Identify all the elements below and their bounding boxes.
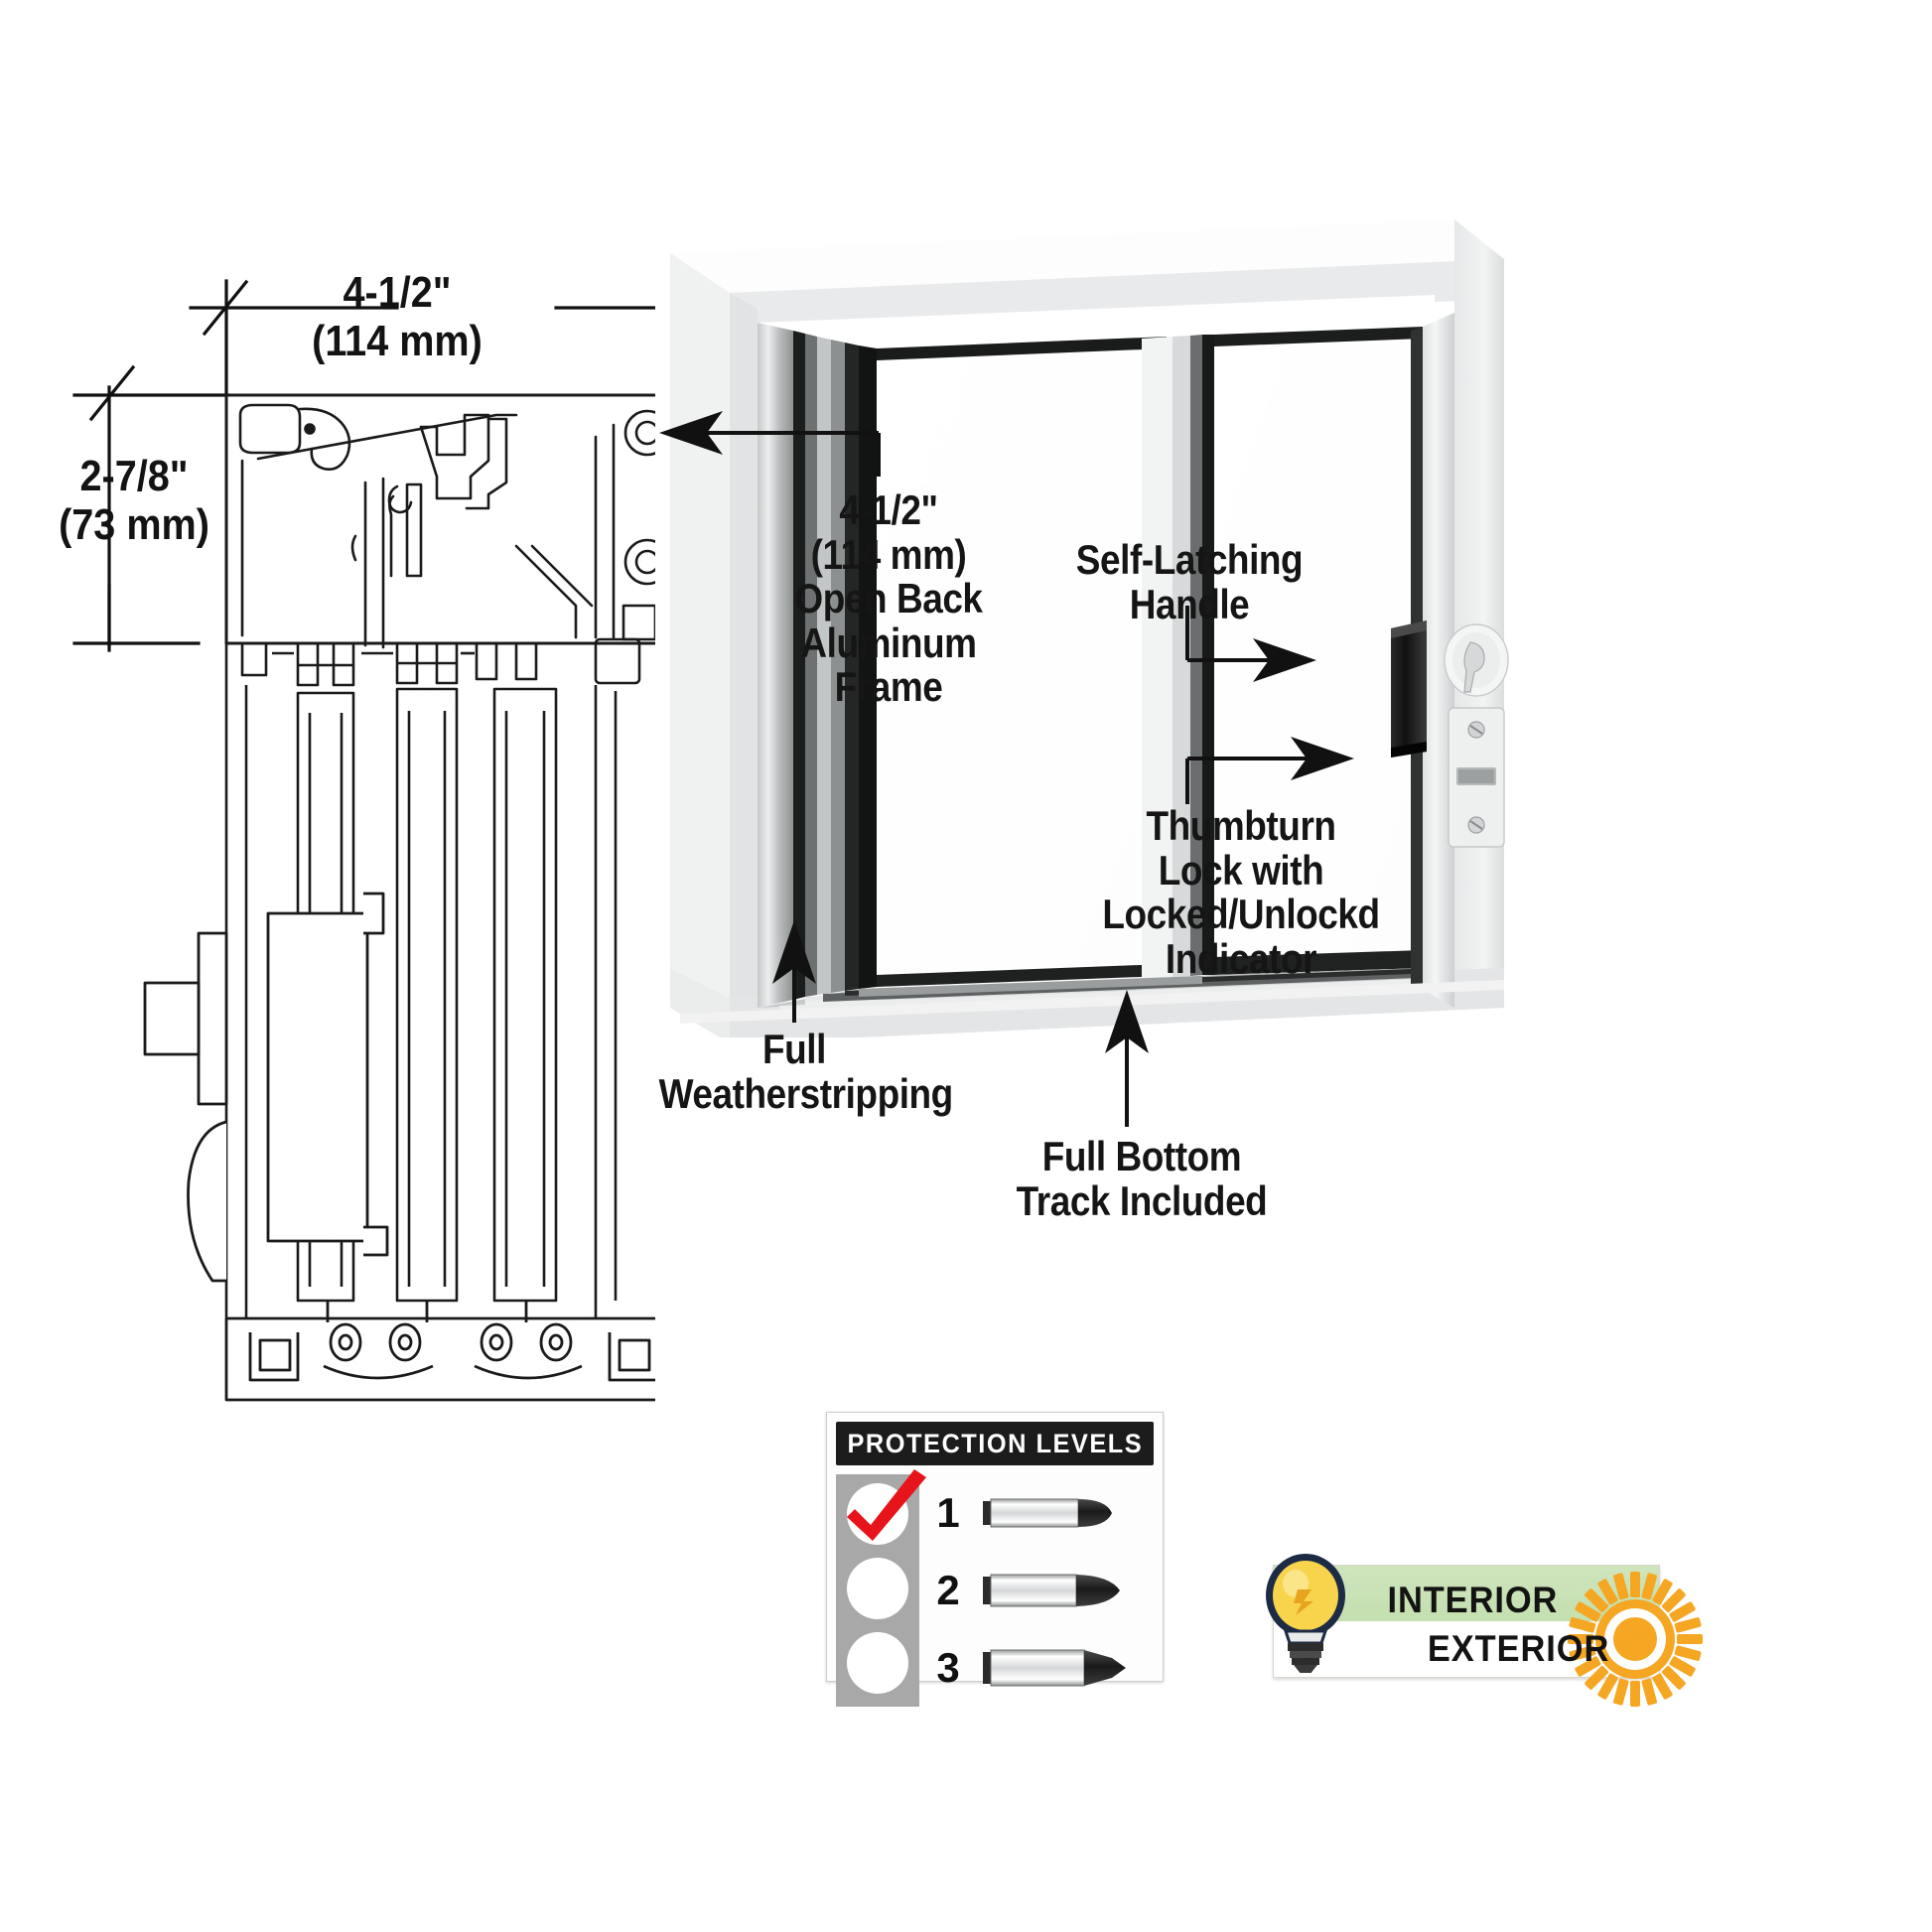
protection-level-1-radio[interactable] xyxy=(847,1469,926,1545)
protection-level-row-1: 1 xyxy=(933,1474,1154,1552)
dimension-width-label: 4-1/2" (114 mm) xyxy=(312,268,483,366)
leader-open-back-frame xyxy=(659,411,881,477)
interior-exterior-panel: INTERIOR EXTERIOR xyxy=(1266,1554,1703,1707)
callout-thumbturn-lock: Thumbturn Lock with Locked/Unlockd Indic… xyxy=(1102,802,1380,982)
frame-cross-section-drawing xyxy=(72,279,655,1402)
protection-level-2-radio[interactable] xyxy=(847,1558,908,1619)
protection-level-row-2: 2 xyxy=(933,1552,1154,1629)
protection-level-number-1: 1 xyxy=(936,1489,960,1536)
leader-self-latching-handle xyxy=(1185,606,1316,682)
leader-thumbturn-lock xyxy=(1185,737,1354,804)
protection-level-number-3: 3 xyxy=(936,1644,960,1691)
callout-full-weatherstripping: Full Weatherstripping xyxy=(658,1026,954,1117)
sliding-service-window-photo xyxy=(670,219,1509,1037)
lightbulb-icon xyxy=(1266,1554,1345,1673)
protection-levels-body: 1 xyxy=(827,1465,1163,1716)
protection-levels-check-column xyxy=(836,1469,926,1707)
protection-levels-title-bar: PROTECTION LEVELS xyxy=(836,1422,1154,1465)
red-check-icon xyxy=(847,1469,926,1541)
protection-levels-title: PROTECTION LEVELS xyxy=(847,1428,1143,1458)
bullet-level-1-icon xyxy=(983,1498,1112,1528)
bullet-level-2-icon xyxy=(983,1574,1120,1607)
callout-open-back-frame: 4-1/2" (114 mm) Open Back Aluminum Frame xyxy=(794,486,983,711)
protection-level-number-2: 2 xyxy=(936,1567,960,1613)
sun-icon xyxy=(1568,1572,1703,1707)
dimension-height-label: 2-7/8" (73 mm) xyxy=(59,452,209,550)
interior-label: INTERIOR xyxy=(1387,1580,1559,1620)
callout-self-latching-handle: Self-Latching Handle xyxy=(1075,536,1304,627)
exterior-label: EXTERIOR xyxy=(1427,1628,1610,1669)
protection-levels-rows: 1 xyxy=(919,1474,1154,1707)
protection-level-3-radio[interactable] xyxy=(847,1632,908,1694)
protection-levels-badge: PROTECTION LEVELS 1 xyxy=(826,1412,1164,1707)
protection-level-row-3: 3 xyxy=(933,1629,1154,1707)
bullet-level-3-icon xyxy=(983,1649,1126,1687)
callout-full-bottom-track: Full Bottom Track Included xyxy=(1016,1133,1268,1224)
interior-exterior-badge: INTERIOR EXTERIOR xyxy=(1266,1554,1703,1707)
